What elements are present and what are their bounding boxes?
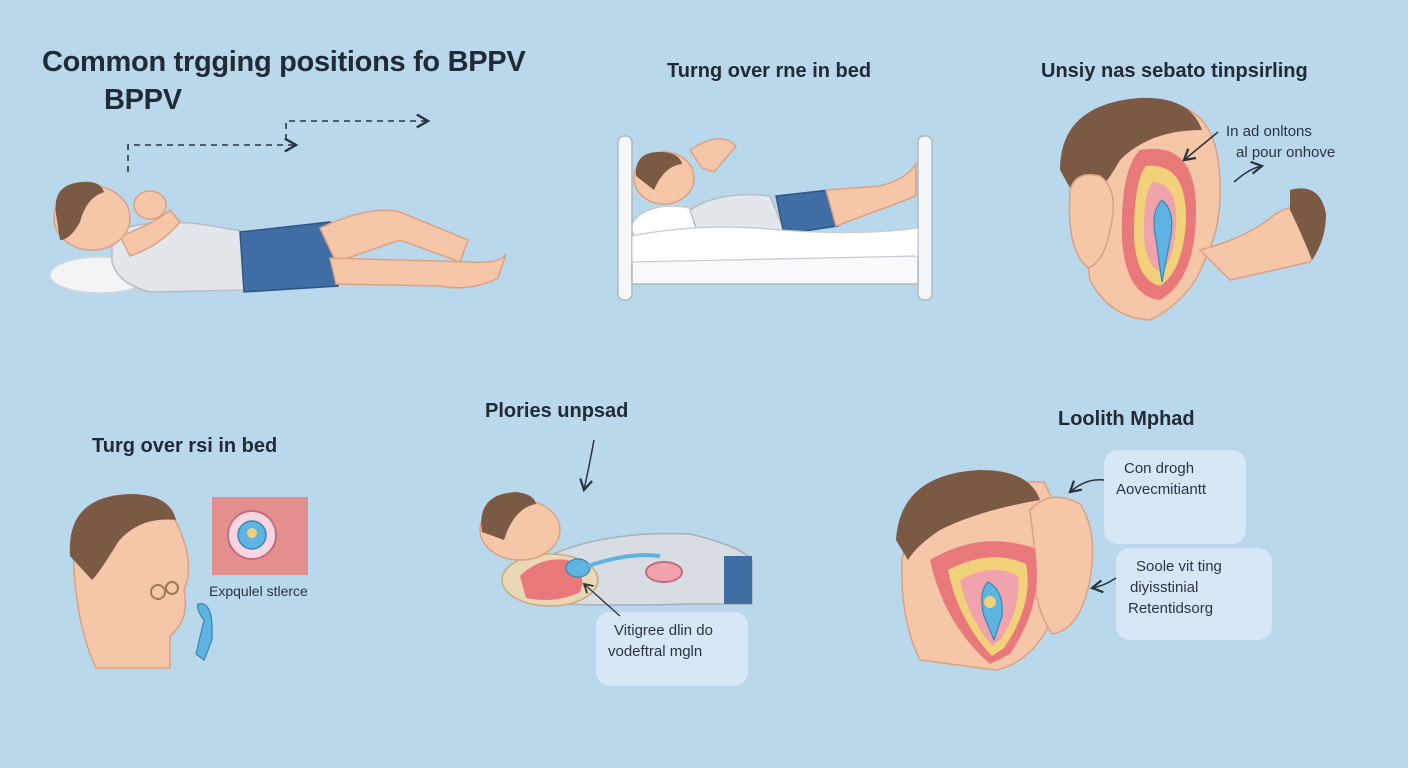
ear-right-drop [984, 596, 996, 608]
ear-top-arrow-2 [1233, 160, 1265, 183]
ear-right-bubble2-line2: diyisstinial [1130, 579, 1199, 596]
bed-figure [617, 135, 933, 301]
hair [55, 181, 104, 240]
ear-right-bubble-bottom: Soole vit ting diyisstinial Retentidsorg [1116, 548, 1272, 640]
bed-legs [825, 161, 917, 227]
ear-right-figure [896, 470, 1117, 671]
lying-center-pants [724, 556, 752, 604]
bed-post-left [617, 135, 633, 301]
lying-center-hair [481, 492, 536, 540]
ear-top-figure [1060, 97, 1326, 321]
ear-right-arrow-top [1068, 479, 1105, 494]
hands [133, 190, 167, 220]
ear-right-bubble1-line1: Con drogh [1124, 460, 1195, 477]
ear-right-bubble1-line2: Aovecmitiantt [1116, 481, 1207, 498]
small-head-hair [1290, 188, 1326, 260]
ear-right-bubble2-line3: Retentidsorg [1128, 600, 1214, 617]
page-title: Common trgging positions fo BPPV [42, 46, 526, 78]
face-left-figure [69, 494, 308, 669]
ear-right-bubble2-line1: Soole vit ting [1136, 558, 1222, 575]
dashed-arrow-upper [285, 113, 431, 140]
bed-post-right [917, 135, 933, 301]
bed-panel-heading: Turng over rne in bed [667, 60, 872, 82]
ear-right-arrow-bottom [1089, 577, 1117, 594]
canal-small-1 [150, 584, 166, 600]
ear-right-hair [896, 470, 1040, 560]
arm [118, 208, 181, 257]
ear-top-arrow-1 [1182, 131, 1219, 162]
lying-center-canal-oval [645, 561, 683, 583]
shorts [239, 221, 339, 293]
ear-right-fluid [981, 581, 1003, 642]
lying-bubble-line1: Vitigree dlin do [614, 622, 713, 639]
ear-right-heading: Loolith Mphad [1058, 408, 1195, 430]
lying-center-pointer [582, 582, 621, 617]
face-panel-heading: Turg over rsi in bed [92, 435, 278, 457]
lying-center-fluid [565, 558, 591, 578]
lying-panel-heading: Plories unpsad [485, 400, 629, 422]
lying-center-figure [479, 439, 753, 617]
lying-center-arrow [579, 439, 595, 493]
outer-ear [1068, 173, 1115, 269]
bed-blanket [631, 226, 919, 263]
face-hair [69, 494, 176, 580]
canal-tube [195, 603, 213, 661]
lower-leg [329, 253, 507, 289]
upper-leg [318, 209, 469, 263]
lying-center-canal-stream [587, 553, 661, 568]
dashed-arrow-lower [127, 137, 299, 172]
ear-right-bubble-top: Con drogh Aovecmitiantt [1104, 450, 1246, 544]
canal-inset-dot [247, 528, 257, 538]
lying-bubble-line2: vodeftral mgln [608, 643, 703, 660]
ear-note-line1: In ad onltons [1226, 123, 1312, 140]
canal-small-2 [165, 581, 179, 595]
bed-arm [688, 138, 738, 173]
lying-man-figure [49, 113, 507, 294]
lying-info-bubble: Vitigree dlin do vodeftral mgln [596, 612, 748, 686]
bed-hair [635, 151, 682, 190]
ear-panel-heading: Unsiy nas sebato tinpsirling [1041, 60, 1308, 82]
fluid-blue [1153, 199, 1173, 283]
ear-note-line2: al pour onhove [1236, 144, 1336, 161]
face-panel-label: Expqulel stlerce [209, 583, 308, 599]
page-title-line2: BPPV [104, 84, 182, 116]
